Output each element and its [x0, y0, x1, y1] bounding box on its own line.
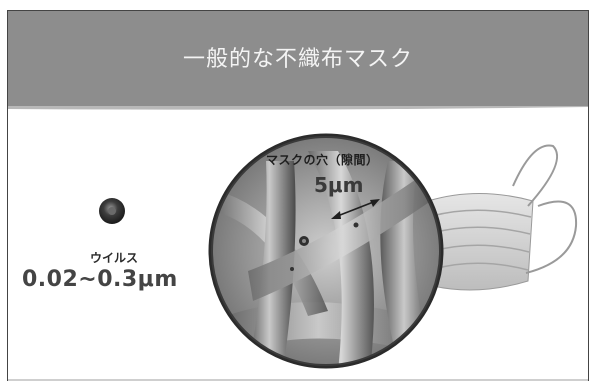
- magnified-fiber-icon: [208, 133, 444, 369]
- mask-hole-size: 5μm: [314, 173, 364, 197]
- virus-size: 0.02~0.3μm: [22, 267, 178, 292]
- mask-hole-label: マスクの穴（隙間）: [266, 153, 379, 167]
- virus-icon: [99, 198, 125, 224]
- header-title: 一般的な不織布マスク: [182, 47, 413, 72]
- banner-edge: [8, 106, 588, 110]
- diagram-frame: 一般的な不織布マスク: [7, 10, 589, 381]
- header-banner: 一般的な不織布マスク: [8, 11, 588, 106]
- virus-label: ウイルス: [89, 251, 138, 265]
- face-mask-icon: [427, 144, 578, 291]
- diagram-art: [99, 133, 578, 369]
- double-arrow-icon: [331, 199, 380, 219]
